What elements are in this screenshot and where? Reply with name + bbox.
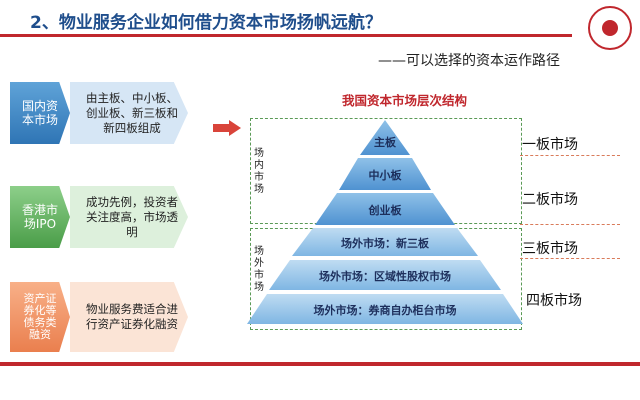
- inner-market-label: 场内市场: [254, 148, 264, 195]
- pyramid-level-broker: [247, 294, 523, 324]
- board-label-second: 二板市场: [522, 192, 578, 208]
- board-label-first: 一板市场: [522, 137, 578, 153]
- path-desc-securitization: 物业服务费适合进行资产证券化融资: [70, 282, 188, 352]
- pyramid-title: 我国资本市场层次结构: [342, 93, 468, 108]
- board-label-third: 三板市场: [522, 241, 578, 257]
- arrow-right-icon: [213, 120, 241, 136]
- level-label-gem: 创业板: [368, 204, 402, 217]
- path-tag-securitization: 资产证券化等债务类融资: [10, 282, 70, 352]
- board-rule-second: [520, 224, 620, 225]
- level-label-regional: 场外市场：区域性股权市场: [319, 270, 451, 283]
- slide-title: 2、物业服务企业如何借力资本市场扬帆远航？: [30, 13, 382, 33]
- pyramid-level-regional: [269, 260, 501, 290]
- path-desc-domestic: 由主板、中小板、创业板、新三板和新四板组成: [70, 82, 188, 144]
- level-label-sme: 中小板: [368, 169, 402, 182]
- slide-subtitle: ——可以选择的资本运作路径: [378, 53, 560, 69]
- company-seal-logo: [588, 6, 632, 50]
- level-label-neeq: 场外市场：新三板: [341, 237, 429, 250]
- seal-center-icon: [602, 20, 618, 36]
- path-tag-domestic: 国内资本市场: [10, 82, 70, 144]
- pyramid-level-neeq: [292, 228, 478, 256]
- board-rule-first: [520, 155, 620, 156]
- path-tag-hk: 香港市场IPO: [10, 186, 70, 248]
- title-divider: [0, 34, 572, 37]
- outer-market-label: 场外市场: [254, 246, 264, 293]
- path-desc-hk: 成功先例，投资者关注度高，市场透明: [70, 186, 188, 248]
- level-label-main: 主板: [374, 136, 396, 149]
- level-label-broker: 场外市场：券商自办柜台市场: [313, 304, 457, 317]
- pyramid-level-main: [360, 120, 410, 155]
- pyramid-level-gem: [315, 193, 455, 225]
- pyramid-level-sme: [339, 158, 431, 190]
- board-rule-third: [520, 258, 620, 259]
- board-label-fourth: 四板市场: [526, 293, 582, 309]
- footer-bar: [0, 362, 640, 366]
